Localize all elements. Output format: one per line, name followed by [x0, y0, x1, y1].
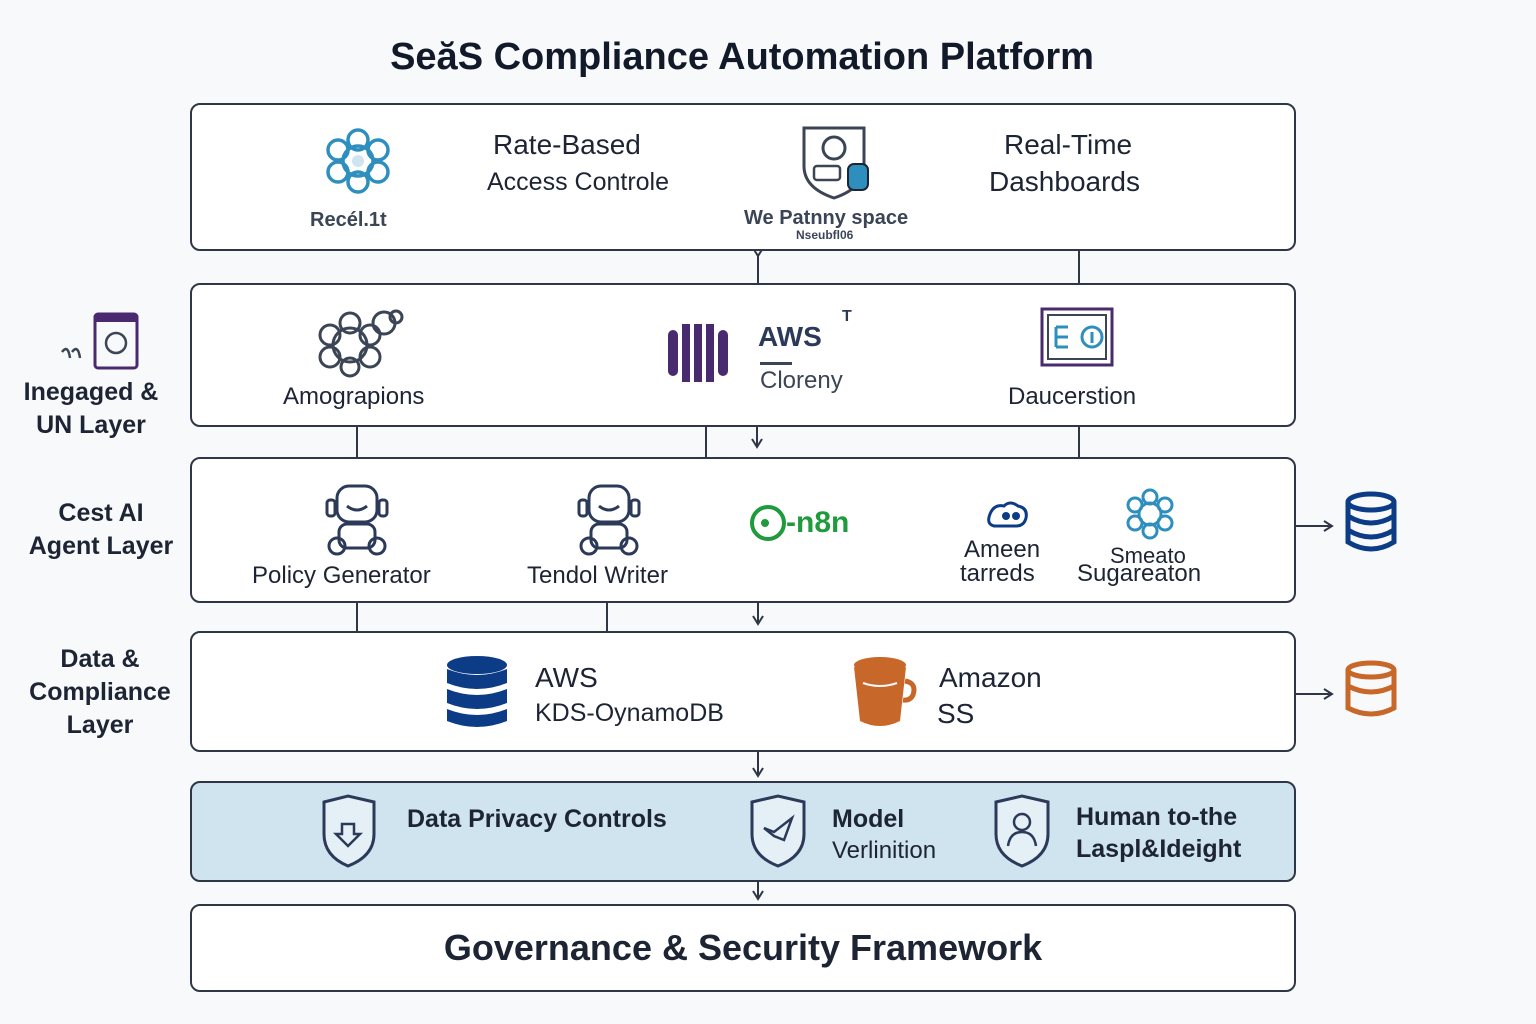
- label-governance: Governance & Security Framework: [443, 927, 1043, 968]
- shield-icon: [994, 794, 1050, 868]
- label-realtime-2: Dashboards: [989, 166, 1140, 197]
- label-smeato-2: Sugareaton: [1077, 560, 1202, 587]
- robot-icon: [325, 484, 389, 556]
- label-workspace-2: Nseubfl06: [796, 228, 854, 242]
- label-aws-kds-1: AWS: [535, 662, 598, 693]
- shield-icon: [322, 794, 376, 868]
- label-realtime-1: Real-Time: [1004, 129, 1133, 160]
- shield-icon: [750, 794, 806, 868]
- cog-cluster-icon: [318, 309, 404, 378]
- side-label-ui-layer: Inegaged & UN Layer: [23, 378, 159, 439]
- bucket-icon: [1345, 660, 1397, 717]
- label-ss: SS: [937, 698, 975, 729]
- label-human-2: Laspl&Ideight: [1076, 835, 1242, 863]
- database-icon: [1345, 491, 1397, 552]
- label-workspace-1: We Patnny space: [744, 207, 909, 229]
- monitor-icon: [61, 312, 139, 370]
- label-aws-kds-2: KDS-OynamoDB: [535, 699, 724, 727]
- label-rate-based-1: Rate-Based: [493, 129, 641, 160]
- side-label-data-layer: Data & Compliance Layer: [29, 645, 171, 739]
- shield-lock-icon: [802, 126, 869, 200]
- aws-bars-icon: [668, 324, 728, 382]
- cog-cluster-icon: [1126, 488, 1174, 540]
- label-aws: AWS: [758, 321, 822, 352]
- label-daucerstion: Daucerstion: [1008, 383, 1137, 410]
- layer-governance: [190, 904, 1296, 992]
- label-rate-based-2: Access Controle: [487, 168, 670, 196]
- layer-data-compliance: [190, 631, 1296, 752]
- label-human-1: Human to-the: [1076, 803, 1238, 831]
- monitor-icon: [1040, 307, 1114, 367]
- label-recelit: Recél.1t: [310, 209, 387, 231]
- label-ameen-2: tarreds: [960, 560, 1035, 587]
- side-label-ai-layer: Cest AI Agent Layer: [28, 499, 174, 560]
- label-amazon: Amazon: [939, 662, 1042, 693]
- bucket-icon: [854, 657, 917, 726]
- robot-icon: [577, 484, 641, 556]
- database-icon: [447, 656, 507, 727]
- label-tendol-writer: Tendol Writer: [527, 562, 668, 589]
- label-ameen-1: Ameen: [964, 536, 1041, 563]
- label-smeato-1: Smeato: [1110, 543, 1186, 568]
- label-aws-superscript: T: [842, 308, 852, 325]
- label-policy-generator: Policy Generator: [252, 562, 431, 589]
- label-cloreny: Cloreny: [760, 367, 843, 394]
- label-data-privacy: Data Privacy Controls: [407, 805, 667, 833]
- label-amograpions: Amograpions: [283, 383, 425, 410]
- label-verlinition: Verlinition: [832, 837, 937, 864]
- cog-cluster-icon: [326, 128, 390, 194]
- cloud-agent-icon: [987, 501, 1028, 528]
- label-model: Model: [832, 805, 905, 833]
- label-n8n: -n8n: [786, 506, 850, 539]
- n8n-logo-icon: [750, 505, 786, 541]
- diagram-title: SeăS Compliance Automation Platform: [390, 36, 1094, 78]
- layer-access: [190, 103, 1296, 251]
- aws-underline: [760, 362, 792, 365]
